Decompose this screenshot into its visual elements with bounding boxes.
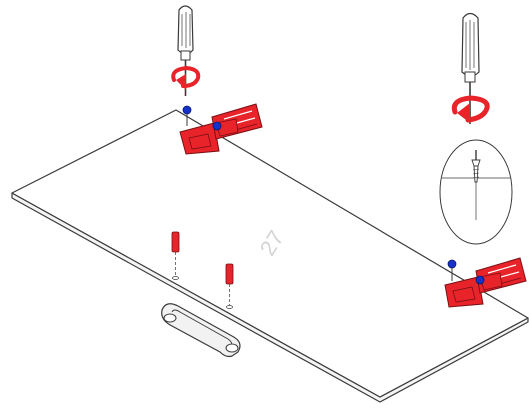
screw-icon: [213, 122, 221, 130]
door-panel: 27: [12, 110, 528, 402]
screw-icon: [476, 276, 484, 284]
zoom-detail-icon: [440, 140, 512, 244]
